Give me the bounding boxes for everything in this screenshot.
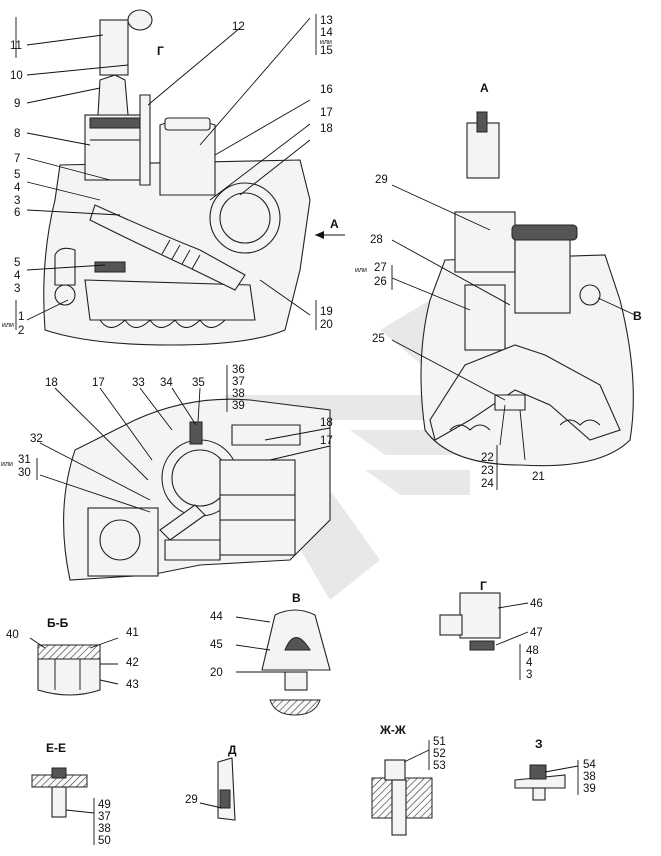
view-v-marker: В — [633, 309, 642, 323]
label-27: 27 — [374, 262, 387, 274]
label-4a: 4 — [14, 182, 21, 194]
label-8: 8 — [14, 128, 20, 140]
label-30: 30 — [18, 467, 31, 479]
view-a-title: А — [480, 81, 489, 95]
label-37b: 37 — [98, 811, 111, 823]
label-21: 21 — [532, 471, 545, 483]
label-ili-2: или — [320, 39, 332, 46]
section-ee — [31, 767, 95, 845]
label-35: 35 — [192, 377, 205, 389]
label-47: 47 — [530, 627, 543, 639]
label-1: 1 — [18, 311, 24, 323]
view-v-title: В — [292, 591, 301, 605]
label-18a: 18 — [320, 123, 333, 135]
label-5b: 5 — [14, 257, 20, 269]
section-ee-title: Е-Е — [46, 741, 66, 755]
label-20b: 20 — [210, 667, 223, 679]
label-38a: 38 — [232, 388, 245, 400]
label-34: 34 — [160, 377, 173, 389]
label-32: 32 — [30, 433, 43, 445]
label-4c: 4 — [526, 657, 533, 669]
label-46: 46 — [530, 598, 543, 610]
view-middle-left — [36, 365, 331, 581]
label-29b: 29 — [185, 794, 198, 806]
label-28: 28 — [370, 234, 383, 246]
label-6: 6 — [14, 207, 20, 219]
label-11: 11 — [10, 40, 22, 52]
view-g-marker: Г — [157, 44, 164, 58]
label-7: 7 — [14, 153, 20, 165]
main-view-top-left: А — [43, 9, 345, 346]
label-17a: 17 — [320, 107, 333, 119]
label-22: 22 — [481, 452, 494, 464]
section-bb-title: Б-Б — [47, 616, 69, 630]
label-36: 36 — [232, 364, 245, 376]
label-49: 49 — [98, 799, 111, 811]
label-50: 50 — [98, 835, 111, 847]
section-zhzh-title: Ж-Ж — [379, 723, 406, 737]
label-29a: 29 — [375, 174, 388, 186]
view-v — [235, 609, 331, 716]
label-3a: 3 — [14, 195, 20, 207]
label-17b: 17 — [92, 377, 105, 389]
label-14: 14 — [320, 27, 333, 39]
view-d-title: Д — [228, 743, 237, 757]
label-18c: 18 — [320, 417, 333, 429]
label-33: 33 — [132, 377, 145, 389]
label-40: 40 — [6, 629, 19, 641]
label-53: 53 — [433, 760, 446, 772]
view-z — [514, 760, 579, 801]
label-42: 42 — [126, 657, 139, 669]
label-5a: 5 — [14, 169, 20, 181]
leaders-main-view — [15, 14, 317, 330]
label-3c: 3 — [526, 669, 532, 681]
label-16: 16 — [320, 84, 333, 96]
label-23: 23 — [481, 465, 494, 477]
label-19: 19 — [320, 306, 333, 318]
label-25: 25 — [372, 333, 385, 345]
label-18b: 18 — [45, 377, 58, 389]
label-2: 2 — [18, 325, 24, 337]
label-44: 44 — [210, 611, 223, 623]
label-38c: 38 — [583, 771, 596, 783]
label-31: 31 — [18, 454, 31, 466]
label-9: 9 — [14, 98, 20, 110]
label-51: 51 — [433, 736, 446, 748]
label-17c: 17 — [320, 435, 333, 447]
label-26: 26 — [374, 276, 387, 288]
label-20a: 20 — [320, 319, 333, 331]
view-d — [199, 757, 236, 821]
label-39b: 39 — [583, 783, 596, 795]
label-39a: 39 — [232, 400, 245, 412]
section-zhzh — [371, 740, 433, 836]
label-52: 52 — [433, 748, 446, 760]
label-24: 24 — [481, 478, 494, 490]
view-z-title: З — [535, 737, 543, 751]
label-54: 54 — [583, 759, 596, 771]
part-labels: 11 10 9 8 7 5 4 3 6 5 4 3 1 или 2 12 13 … — [1, 15, 642, 847]
label-ili-3: или — [355, 267, 367, 274]
label-3b: 3 — [14, 283, 20, 295]
label-48: 48 — [526, 645, 539, 657]
label-12: 12 — [232, 21, 245, 33]
label-38b: 38 — [98, 823, 111, 835]
label-ili-1: или — [2, 322, 14, 329]
label-10: 10 — [10, 70, 23, 82]
view-g-title: Г — [480, 579, 487, 593]
label-41: 41 — [126, 627, 139, 639]
label-15: 15 — [320, 45, 333, 57]
label-4b: 4 — [14, 270, 21, 282]
label-45: 45 — [210, 639, 223, 651]
section-bb — [29, 637, 119, 696]
label-13: 13 — [320, 15, 333, 27]
arrow-a-label: А — [330, 217, 339, 231]
view-g — [439, 592, 529, 680]
label-ili-4: или — [1, 461, 13, 468]
view-a — [391, 111, 636, 490]
label-43: 43 — [126, 679, 139, 691]
label-37a: 37 — [232, 376, 245, 388]
